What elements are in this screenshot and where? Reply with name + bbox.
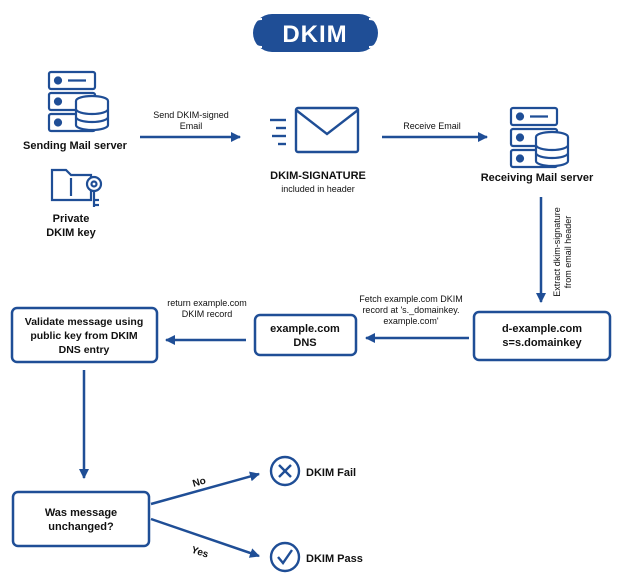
send-signed-label-2: Email [180,121,203,131]
receiving-server-label: Receiving Mail server [481,172,594,184]
send-signed-label-1: Send DKIM-signed [153,110,229,120]
fetch-label-2: record at 's._domainkey. [362,305,459,315]
receive-label: Receive Email [403,121,461,131]
extract-label-1: Extract dkim-signature [552,207,562,297]
private-key-label-2: DKIM key [46,227,96,239]
check-circle-icon [269,541,301,573]
fetch-label-1: Fetch example.com DKIM [359,294,463,304]
yes-label: Yes [190,545,210,561]
signature-title: DKIM-SIGNATURE [270,170,366,182]
fetch-label-3: example.com' [383,316,439,326]
extract-label-2: from email header [563,216,573,289]
validate-box-line-2: public key from DKIM [30,330,138,342]
no-label: No [191,475,207,489]
dns-box [253,313,358,357]
page-title: DKIM [282,21,347,48]
dkim-fail-label: DKIM Fail [306,467,356,479]
validate-box [10,306,159,364]
envelope-icon [270,106,360,154]
sending-server-label: Sending Mail server [23,140,128,152]
validate-box-line-1: Validate message using [25,316,143,328]
validate-box-line-3: DNS entry [59,344,110,356]
dns-box-line-2: DNS [293,337,316,349]
extract-label: Extract dkim-signature from email header [552,207,573,297]
domain-box-line-2: s=s.domainkey [502,337,582,349]
no-arrow [150,471,260,506]
yes-arrow [150,517,260,558]
dkim-pass-label: DKIM Pass [306,553,363,565]
decision-box-line-2: unchanged? [48,521,114,533]
decision-box [11,490,151,548]
decision-box-line-1: Was message [45,507,117,519]
title-banner: DKIM [247,14,384,52]
server-database-icon [47,70,110,133]
return-record-label-2: DKIM record [182,309,233,319]
x-circle-icon [269,455,301,487]
private-key-label-1: Private [53,213,90,225]
server-database-icon [509,106,570,169]
folder-key-icon [50,168,103,207]
domain-box-line-1: d-example.com [502,323,582,335]
signature-subtitle: included in header [281,184,355,194]
domain-box [472,310,612,362]
dns-box-line-1: example.com [270,323,340,335]
return-record-label-1: return example.com [167,298,247,308]
